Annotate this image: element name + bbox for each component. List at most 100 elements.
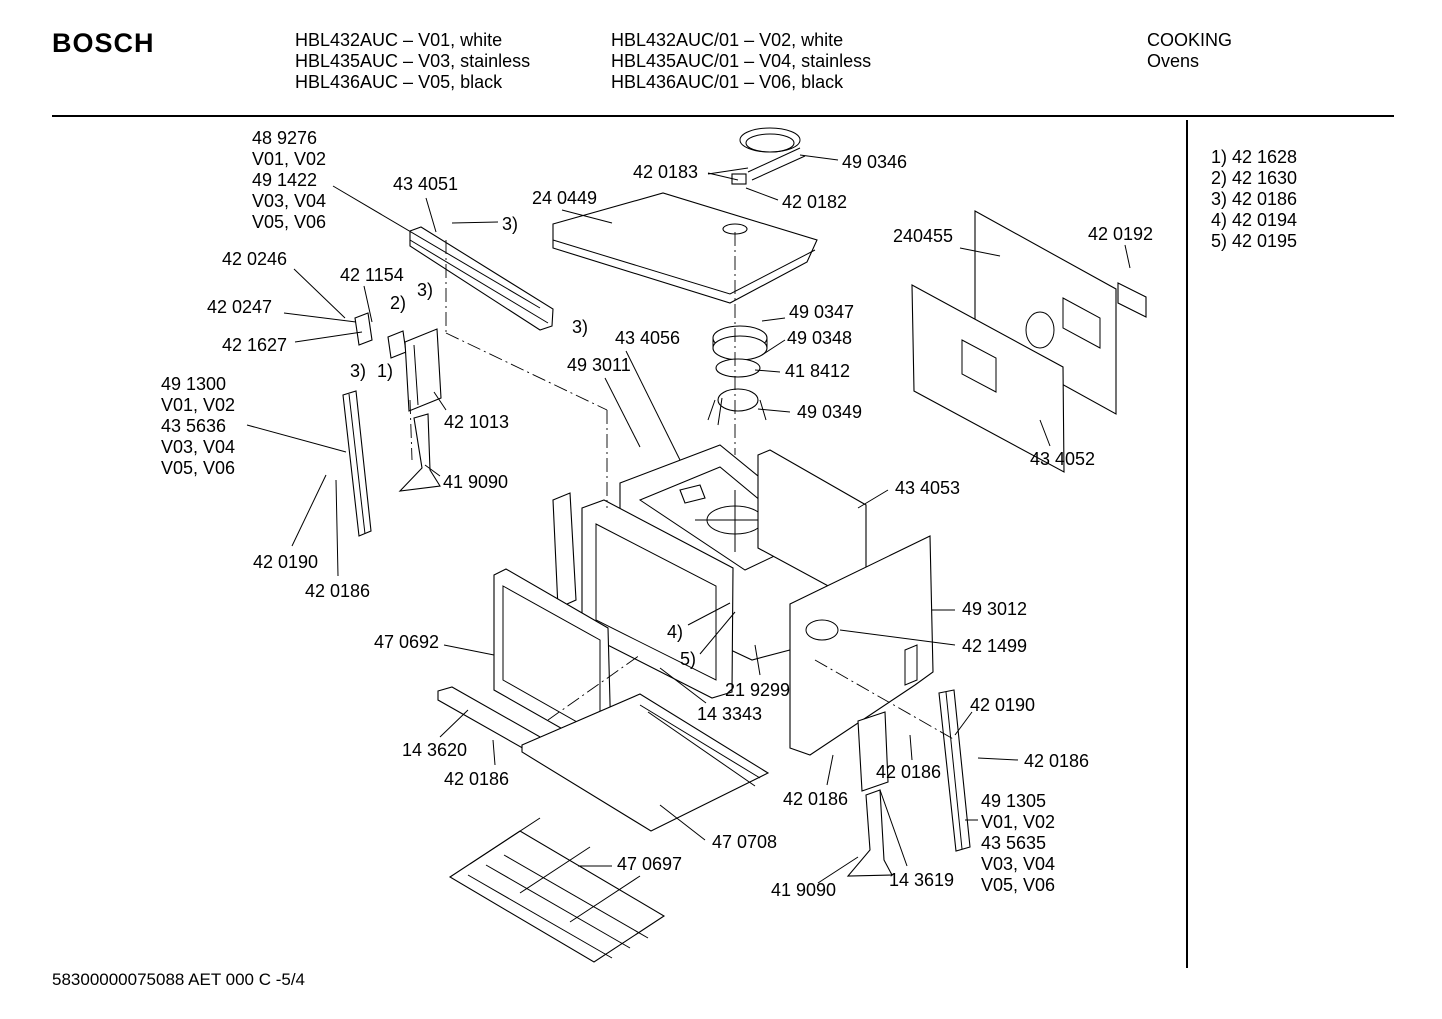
leader-line [754,644,761,676]
footnote: 5) 42 0195 [1211,231,1298,251]
callout-label: 49 0349 [797,402,862,422]
callout-label: 42 1627 [222,335,287,355]
rack-wire [519,846,591,894]
center-line [409,399,413,461]
leader-line [757,408,791,413]
footnote-list: 1) 42 1628 2) 42 1630 3) 42 0186 4) 42 0… [1211,147,1297,252]
bottom-panel [521,693,770,832]
callout-label: 14 3343 [697,704,762,724]
callout-label: 42 0246 [222,249,287,269]
leader-line [293,268,346,319]
leader-line [761,317,786,322]
footnote: 1) 42 1628 [1211,147,1298,167]
back-panel-hole [1025,311,1055,349]
callout-label: 3) [572,317,588,337]
leader-line [451,221,499,224]
leader-line [1124,244,1131,269]
brand-logo: BOSCH [52,28,155,58]
rack-wire [485,864,631,949]
callout-label: 49 0347 [789,302,854,322]
leader-line [839,629,956,646]
leader-line [857,489,889,509]
callout-label: V05, V06 [161,458,235,478]
callout-label: V01, V02 [981,812,1055,832]
leader-line [687,602,731,626]
document-code: 58300000075088 AET 000 C -5/4 [52,970,306,989]
callout-label: 42 0190 [253,552,318,572]
callout-label: 42 0186 [1024,751,1089,771]
callout-label: 24 0449 [532,188,597,208]
leader-line [745,187,779,201]
callout-label: 41 8412 [785,361,850,381]
door-hinge-right [846,789,893,877]
callout-label: 42 1013 [444,412,509,432]
rack-wire [469,817,541,865]
rack-wire [569,875,641,923]
center-line [445,332,608,411]
side-panel-slot [904,644,918,686]
callout-label: 48 9276 [252,128,317,148]
back-tab [1117,282,1147,318]
bottom-vent-row [639,704,761,779]
callout-label: 14 3620 [402,740,467,760]
leader-line [332,185,541,309]
callout-label: V03, V04 [161,437,235,457]
callout-label: V01, V02 [252,149,326,169]
leader-line [439,709,469,738]
notes-divider [1186,120,1188,968]
callout-label: 3) [502,214,518,234]
header-divider [52,115,1394,117]
blower-base [712,335,768,361]
callout-label: 42 0183 [633,162,698,182]
callout-label: 3) [350,361,366,381]
callout-label: 43 4052 [1030,449,1095,469]
leader-line [1039,419,1051,447]
leader-line [817,856,859,884]
leader-line [433,391,447,411]
callout-label: 41 9090 [443,472,508,492]
leader-line [492,739,496,766]
footnote: 4) 42 0194 [1211,210,1298,230]
model-line: HBL436AUC – V05, black [295,72,503,92]
callout-label: 240455 [893,226,953,246]
callout-label: V01, V02 [161,395,235,415]
motor-legs [707,397,767,426]
callout-label: 42 0186 [783,789,848,809]
callout-label: V03, V04 [981,854,1055,874]
hose-coil [739,127,801,153]
oven-rack [448,830,666,963]
blower-plate [715,358,761,378]
leader-line [604,377,641,448]
leader-line [625,350,681,461]
rail-edge [409,239,549,324]
leader-line [291,474,327,547]
callout-label: 49 1305 [981,791,1046,811]
hinge-bracket [354,312,373,346]
callout-label: 49 3012 [962,599,1027,619]
rack-wire [467,874,613,959]
leader-line [294,331,363,343]
callout-label: 2) [390,293,406,313]
back-panel [974,210,1117,415]
cavity-bracket [679,484,706,504]
leader-line [954,711,973,736]
callout-labels: 48 9276 V01, V02 49 1422 V03, V04 V05, V… [161,128,1153,900]
side-panel-cutout [805,619,839,641]
model-line: HBL432AUC – V01, white [295,30,503,50]
leader-line [879,789,908,867]
category-title: COOKING [1147,30,1233,50]
leader-line [707,172,739,181]
model-line: HBL435AUC/01 – V04, stainless [611,51,872,71]
leader-line [424,464,441,477]
front-frame-inner [595,523,717,681]
model-line: HBL435AUC – V03, stainless [295,51,531,71]
back-inner-window [961,339,997,393]
panel-edge [413,344,419,406]
leader-line [283,312,357,323]
callout-label: 42 0186 [305,581,370,601]
door-hinge-left [398,413,441,492]
leader-line [425,197,437,233]
hose-tube [747,147,801,173]
door-hinge-panel-right [857,711,889,792]
